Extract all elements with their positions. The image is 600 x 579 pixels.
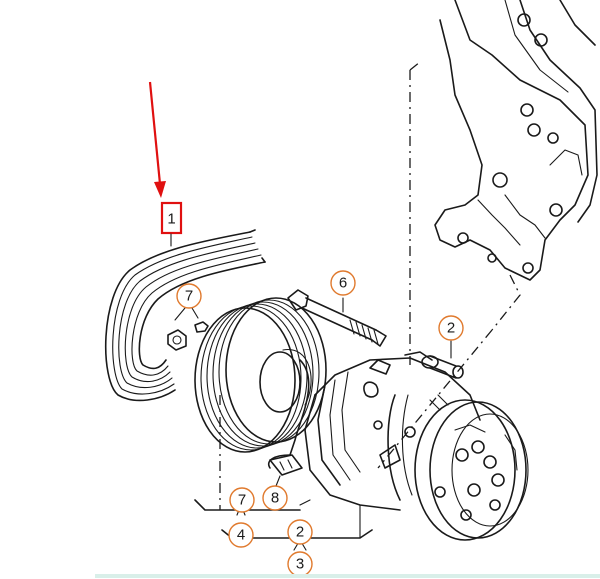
callout-4-label: 4 <box>237 527 245 544</box>
callout-7-nut-label: 7 <box>185 288 193 305</box>
callout-4: 4 <box>228 522 254 548</box>
callout-7-nut: 7 <box>176 283 202 309</box>
callout-2-sleeve-label: 2 <box>447 320 455 337</box>
clutch-connector <box>268 454 303 476</box>
alignment-lines <box>219 61 521 510</box>
callout-2-group-label: 2 <box>296 524 304 541</box>
callout-8-label: 8 <box>271 490 279 507</box>
highlight-box <box>160 201 183 235</box>
callout-7-group: 7 <box>229 487 255 513</box>
callout-6: 6 <box>330 270 356 313</box>
callout-2-group: 2 <box>287 519 313 545</box>
callout-3-label: 3 <box>296 556 304 573</box>
compressor-bolt <box>287 289 387 347</box>
drive-belt <box>104 229 266 402</box>
group-bracket-lines <box>194 499 373 551</box>
callout-6-label: 6 <box>339 275 347 292</box>
callout-1: 1 <box>160 201 183 247</box>
callout-8: 8 <box>262 475 288 511</box>
guide-sleeve <box>421 355 464 379</box>
callout-3: 3 <box>287 551 313 577</box>
bottom-rule <box>95 574 600 578</box>
ac-compressor <box>304 351 529 541</box>
mounting-bracket <box>434 0 598 281</box>
clutch-pulley <box>194 297 327 456</box>
callout-2-sleeve: 2 <box>438 315 464 359</box>
callout-1-label: 1 <box>167 211 175 228</box>
callout-7-group-label: 7 <box>238 492 246 509</box>
clutch-nut <box>167 307 209 351</box>
highlight-arrow <box>148 81 166 198</box>
